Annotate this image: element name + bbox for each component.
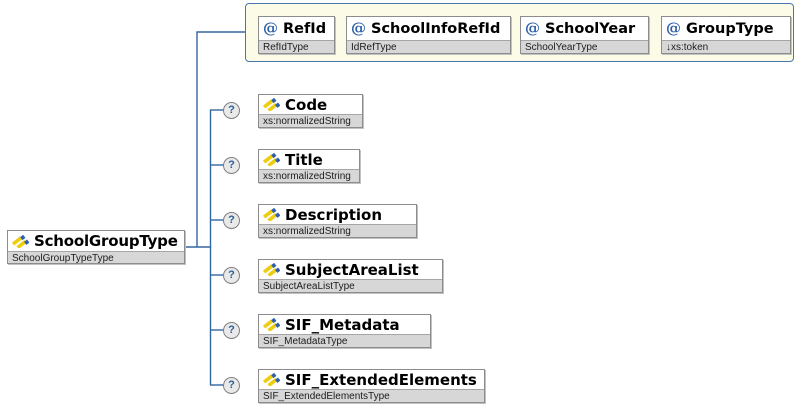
element-icon [263,153,280,166]
attribute-node-schoolyear[interactable]: @ SchoolYear SchoolYearType [520,16,649,54]
attribute-name-label: SchoolYear [545,20,636,37]
optional-indicator: ? [223,377,240,394]
element-icon [263,98,280,111]
element-name-label: Description [285,205,383,224]
attribute-type-label: SchoolYearType [521,40,648,53]
element-node-code[interactable]: Code xs:normalizedString [258,94,363,128]
element-name-label: Code [285,95,328,114]
element-type-label: SIF_MetadataType [259,334,430,347]
element-type-label: xs:normalizedString [259,114,362,127]
element-name-label: SIF_Metadata [285,315,400,334]
element-node-sif-extendedelements[interactable]: SIF_ExtendedElements SIF_ExtendedElement… [258,369,485,403]
root-name-label: SchoolGroupType [34,232,178,250]
element-icon [12,234,29,248]
attribute-node-refid[interactable]: @ RefId RefIdType [258,16,335,54]
element-type-label: SubjectAreaListType [259,279,442,292]
attribute-node-schoolinforefid[interactable]: @ SchoolInfoRefId IdRefType [346,16,511,54]
element-node-title[interactable]: Title xs:normalizedString [258,149,360,183]
attribute-name-label: RefId [283,20,327,37]
optional-indicator: ? [223,212,240,229]
root-type-label: SchoolGroupTypeType [8,251,184,264]
attribute-at-icon: @ [525,19,540,37]
element-type-label: xs:normalizedString [259,169,359,182]
element-name-label: Title [285,150,323,169]
element-name-label: SubjectAreaList [285,260,419,279]
attribute-type-label: ↓xs:token [662,40,790,53]
attribute-name-label: SchoolInfoRefId [371,20,501,37]
element-icon [263,373,280,386]
element-node-sif-metadata[interactable]: SIF_Metadata SIF_MetadataType [258,314,431,348]
attribute-type-label: IdRefType [347,40,510,53]
element-icon [263,263,280,276]
element-node-description[interactable]: Description xs:normalizedString [258,204,417,238]
attribute-name-label: GroupType [686,20,774,37]
element-name-label: SIF_ExtendedElements [285,370,477,389]
optional-indicator: ? [223,157,240,174]
attribute-at-icon: @ [666,19,681,37]
optional-indicator: ? [223,102,240,119]
element-node-subjectarealist[interactable]: SubjectAreaList SubjectAreaListType [258,259,443,293]
element-icon [263,208,280,221]
root-element-node[interactable]: SchoolGroupType SchoolGroupTypeType [7,230,185,264]
attribute-at-icon: @ [263,19,278,37]
attribute-node-grouptype[interactable]: @ GroupType ↓xs:token [661,16,791,54]
attribute-type-label: RefIdType [259,40,334,53]
element-icon [263,318,280,331]
element-type-label: SIF_ExtendedElementsType [259,389,484,402]
element-type-label: xs:normalizedString [259,224,416,237]
attribute-at-icon: @ [351,19,366,37]
optional-indicator: ? [223,267,240,284]
optional-indicator: ? [223,322,240,339]
